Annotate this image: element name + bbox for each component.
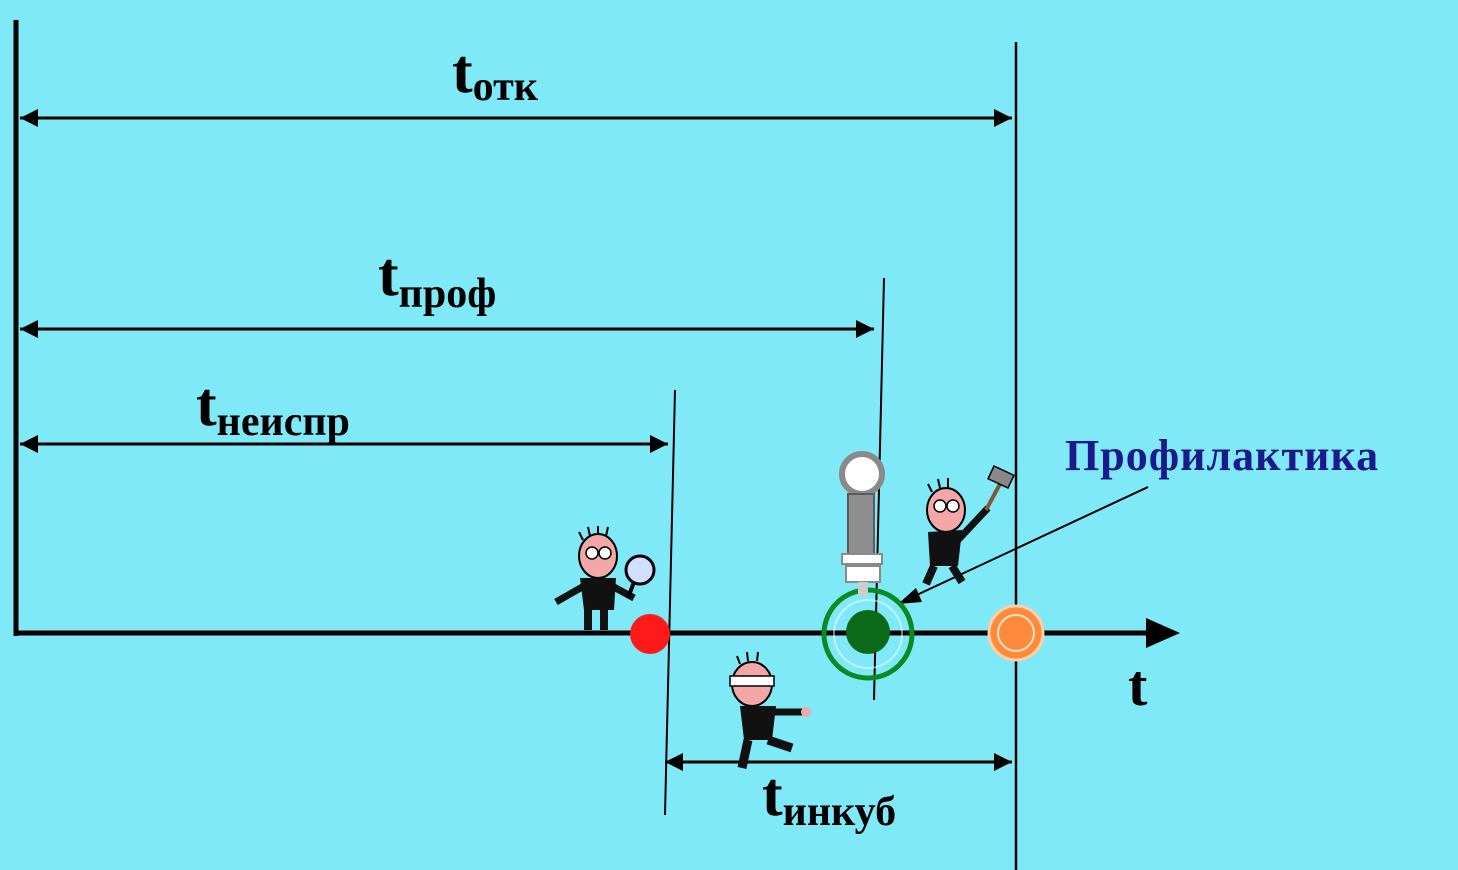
fault-point [630, 614, 670, 654]
time-axis-label: t [1128, 653, 1148, 718]
fault-boundary-line [664, 389, 676, 816]
t-otk-label: tотк [452, 38, 539, 110]
person-with-magnifier-icon [554, 526, 656, 630]
profilaktika-label: Профилактика [1065, 431, 1379, 480]
syringe-icon [839, 451, 885, 596]
profilaktika-pointer [905, 486, 1149, 601]
time-axis-arrowhead [1146, 618, 1180, 648]
blindfolded-person-icon [729, 651, 811, 769]
t-neispr-label: tнеиспр [196, 371, 350, 445]
profilaktika-pointer-head [898, 588, 922, 604]
t-prof-label: tпроф [378, 241, 496, 317]
failure-point [987, 604, 1045, 662]
person-with-hammer-icon [922, 465, 1015, 586]
t-inkub-label: tинкуб [762, 761, 896, 835]
